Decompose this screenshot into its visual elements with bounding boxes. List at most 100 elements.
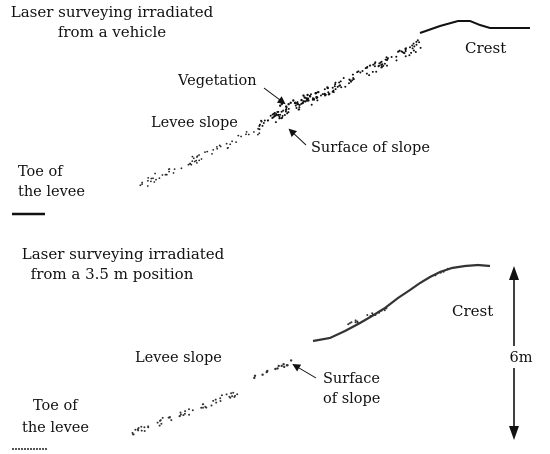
scan-point — [332, 89, 335, 92]
scan-point — [187, 163, 190, 166]
top-point-cloud — [139, 39, 422, 187]
scan-point — [211, 153, 213, 155]
scan-point — [354, 319, 357, 322]
scan-point — [416, 39, 419, 42]
scan-point — [410, 51, 413, 54]
scan-point — [150, 180, 152, 183]
scan-point — [234, 394, 236, 397]
top-title-line1: Laser surveying irradiated — [11, 3, 214, 21]
scan-point — [340, 86, 343, 89]
scan-point — [366, 314, 369, 316]
scan-point — [216, 147, 219, 150]
scan-point — [349, 79, 351, 82]
scan-point — [198, 154, 201, 156]
scan-point — [219, 400, 222, 402]
top-surface-label: Surface of slope — [311, 140, 430, 156]
scan-point — [418, 41, 421, 44]
scan-point — [235, 141, 238, 144]
scan-point — [404, 50, 407, 53]
scan-point — [191, 409, 194, 412]
scan-point — [253, 376, 256, 380]
scan-point — [327, 91, 330, 94]
scan-point — [261, 373, 264, 376]
scan-point — [323, 92, 326, 96]
scan-point — [253, 131, 255, 133]
scan-point — [395, 59, 398, 62]
scan-point — [204, 405, 207, 408]
scan-point — [315, 95, 318, 99]
scan-point — [132, 433, 135, 436]
scan-point — [182, 414, 185, 417]
scan-point — [395, 55, 398, 58]
scan-point — [258, 132, 261, 135]
scan-point — [225, 393, 228, 396]
scan-point — [301, 101, 304, 105]
scan-point — [385, 59, 388, 62]
scan-point — [168, 416, 171, 419]
scan-point — [400, 50, 403, 53]
scan-point — [278, 115, 281, 118]
bottom-surface-line2: of slope — [323, 391, 380, 407]
top-crest-label: Crest — [465, 39, 506, 57]
scan-point — [184, 410, 187, 413]
scan-point — [180, 167, 183, 170]
scan-point — [287, 107, 290, 110]
scan-point — [316, 99, 319, 102]
scan-point — [191, 155, 194, 158]
scan-point — [156, 421, 159, 424]
scan-point — [139, 184, 142, 187]
scan-point — [293, 101, 297, 105]
scan-point — [188, 413, 191, 416]
scan-point — [220, 394, 223, 397]
scan-point — [292, 99, 295, 102]
scan-point — [280, 364, 283, 368]
scan-point — [375, 70, 378, 73]
scan-point — [161, 174, 164, 176]
scan-point — [227, 146, 229, 149]
scan-point — [365, 72, 368, 75]
scan-point — [351, 73, 354, 76]
scan-point — [276, 367, 279, 370]
scan-point — [369, 64, 372, 67]
vegetation-label: Vegetation — [177, 73, 257, 89]
top-panel: Laser surveying irradiated from a vehicl… — [11, 3, 530, 216]
scan-point — [339, 84, 341, 87]
scan-point — [383, 309, 386, 312]
scan-point — [153, 181, 156, 183]
scan-point — [366, 65, 369, 68]
scan-point — [412, 49, 415, 52]
scan-point — [404, 55, 407, 58]
scan-point — [247, 133, 250, 136]
scan-point — [260, 120, 263, 123]
scan-point — [296, 102, 299, 105]
scan-point — [287, 103, 290, 106]
scan-point — [304, 100, 307, 103]
scan-point — [415, 43, 418, 46]
scan-point — [215, 401, 218, 404]
scan-point — [281, 116, 284, 119]
scan-point — [306, 97, 310, 100]
scan-point — [160, 422, 163, 425]
scan-point — [191, 160, 194, 163]
scan-point — [136, 428, 139, 431]
scan-point — [245, 133, 247, 136]
scan-point — [326, 86, 329, 90]
scan-point — [328, 92, 331, 96]
scan-point — [331, 86, 334, 89]
scan-point — [237, 134, 240, 137]
scan-point — [179, 413, 182, 416]
scan-point — [257, 133, 259, 136]
scan-point — [409, 46, 411, 49]
scan-point — [202, 403, 205, 406]
scan-point — [372, 63, 375, 66]
scan-point — [229, 143, 232, 146]
scan-point — [159, 419, 161, 422]
scan-point — [373, 62, 376, 65]
scan-point — [287, 111, 290, 114]
scan-point — [348, 322, 351, 325]
scan-point — [354, 321, 357, 324]
bottom-upper-profile — [312, 263, 491, 343]
scan-point — [267, 119, 270, 122]
height-label: 6m — [510, 350, 533, 366]
scan-point — [200, 158, 203, 160]
